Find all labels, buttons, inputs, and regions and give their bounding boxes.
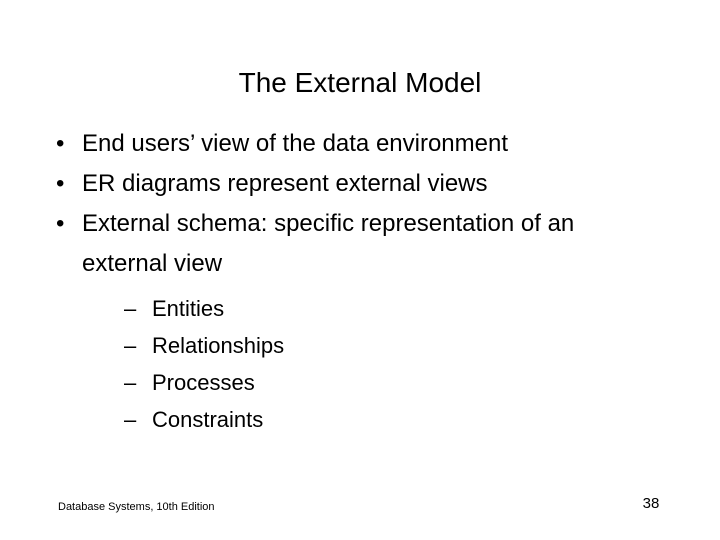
slide-body: • End users’ view of the data environmen… — [52, 124, 652, 438]
bullet-dot-icon: • — [56, 210, 65, 237]
bullet-text: External schema: specific representation… — [82, 210, 575, 277]
list-item: – Processes — [124, 364, 652, 401]
bullet-text: Processes — [152, 370, 255, 395]
list-item: – Entities — [124, 290, 652, 327]
bullet-dot-icon: • — [56, 130, 65, 157]
bullet-text: Relationships — [152, 333, 285, 358]
bullet-text: End users’ view of the data environment — [82, 130, 509, 157]
bullet-text: Constraints — [152, 407, 264, 432]
bullet-dot-icon: • — [56, 170, 65, 197]
bullet-text: Entities — [152, 296, 225, 321]
bullet-text: ER diagrams represent external views — [82, 170, 488, 197]
list-item: • External schema: specific representati… — [52, 204, 652, 438]
list-item: – Constraints — [124, 401, 652, 438]
bullet-list-level-1: • End users’ view of the data environmen… — [52, 124, 652, 438]
page-number: 38 — [642, 495, 660, 512]
list-item: – Relationships — [124, 327, 652, 364]
bullet-list-level-2: – Entities – Relationships – Processes –… — [82, 290, 652, 438]
bullet-dash-icon: – — [124, 296, 137, 321]
bullet-dash-icon: – — [124, 407, 137, 432]
list-item: • ER diagrams represent external views — [52, 164, 652, 204]
footer-source-text: Database Systems, 10th Edition — [58, 501, 215, 513]
page-title: The External Model — [238, 66, 482, 98]
bullet-dash-icon: – — [124, 370, 137, 395]
bullet-dash-icon: – — [124, 333, 137, 358]
list-item: • End users’ view of the data environmen… — [52, 124, 652, 164]
